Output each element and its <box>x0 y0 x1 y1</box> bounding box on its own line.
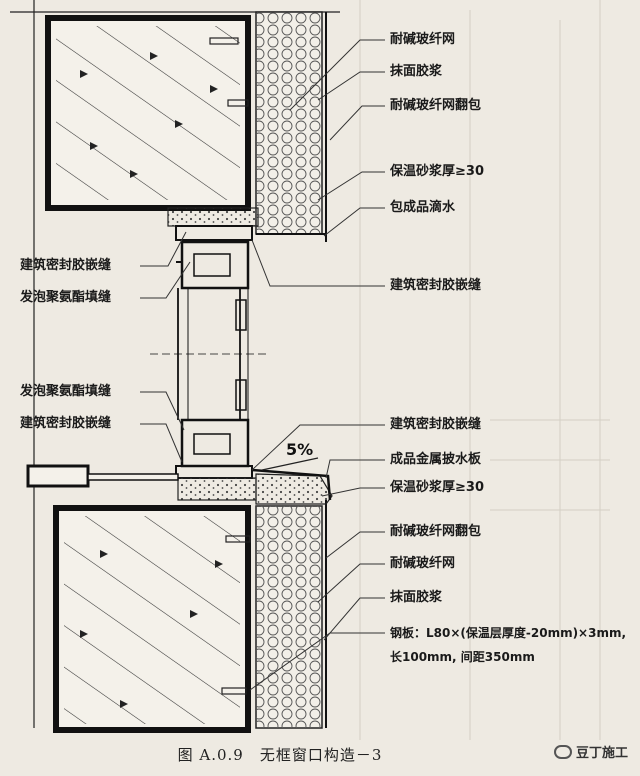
lower-insulation-cells <box>256 506 322 728</box>
label-mesh-wrap-bottom: 耐碱玻纤网翻包 <box>390 524 482 539</box>
label-left-foam-top: 发泡聚氨酯填缝 <box>20 290 112 305</box>
label-alkali-mesh-bottom: 耐碱玻纤网 <box>390 556 456 571</box>
slope-arrow-line <box>261 457 319 471</box>
label-steel-plate: 钢板：L80×(保温层厚度-20mm)×3mm, <box>390 626 627 640</box>
head-mortar <box>167 207 259 227</box>
label-left-sealant-top: 建筑密封胶嵌缝 <box>20 258 112 273</box>
sill-board-link <box>87 473 179 481</box>
lower-anchor-1 <box>225 535 251 543</box>
label-steel-spacing: 长100mm, 间距350mm <box>390 650 535 664</box>
upper-insulation-cells <box>256 12 322 234</box>
exterior-sill-mortar <box>255 473 333 505</box>
window-frame <box>150 225 270 479</box>
metal-flashing <box>251 468 332 501</box>
lower-anchor-2 <box>221 687 247 695</box>
label-flashing: 成品金属披水板 <box>390 452 482 467</box>
watermark-text: 豆丁施工 <box>575 746 628 761</box>
label-mortar-bottom: 保温砂浆厚≥30 <box>390 480 484 495</box>
label-mesh-wrap-top: 耐碱玻纤网翻包 <box>390 98 482 113</box>
interior-sill-board <box>26 464 90 488</box>
background-ghost-lines <box>359 0 610 740</box>
label-drip: 包成品滴水 <box>390 200 456 215</box>
lower-sill-hatch <box>64 516 240 724</box>
figure-caption: 图 A.0.9 无框窗口构造－3 <box>177 746 383 764</box>
sill-mortar <box>177 477 257 501</box>
label-alkali-mesh-top: 耐碱玻纤网 <box>390 32 456 47</box>
slope-label: 5% <box>286 440 314 459</box>
upper-anchor-1 <box>209 37 239 45</box>
label-sealant-sill: 建筑密封胶嵌缝 <box>390 417 482 432</box>
lower-aggregate <box>80 550 223 708</box>
drip-edge <box>256 233 327 242</box>
leader-lines <box>140 39 385 691</box>
label-plaster-top: 抹面胶浆 <box>390 64 443 79</box>
watermark: 豆丁施工 <box>553 742 628 761</box>
upper-aggregate <box>80 52 218 178</box>
upper-lintel-hatch <box>56 26 240 200</box>
label-sealant-head: 建筑密封胶嵌缝 <box>390 278 482 293</box>
label-left-foam-bottom: 发泡聚氨酯填缝 <box>20 384 112 399</box>
upper-anchor-2 <box>227 99 249 107</box>
label-left-sealant-bottom: 建筑密封胶嵌缝 <box>20 416 112 431</box>
wechat-icon <box>553 744 572 759</box>
label-mortar-top: 保温砂浆厚≥30 <box>390 164 484 179</box>
label-plaster-bottom: 抹面胶浆 <box>390 590 443 605</box>
